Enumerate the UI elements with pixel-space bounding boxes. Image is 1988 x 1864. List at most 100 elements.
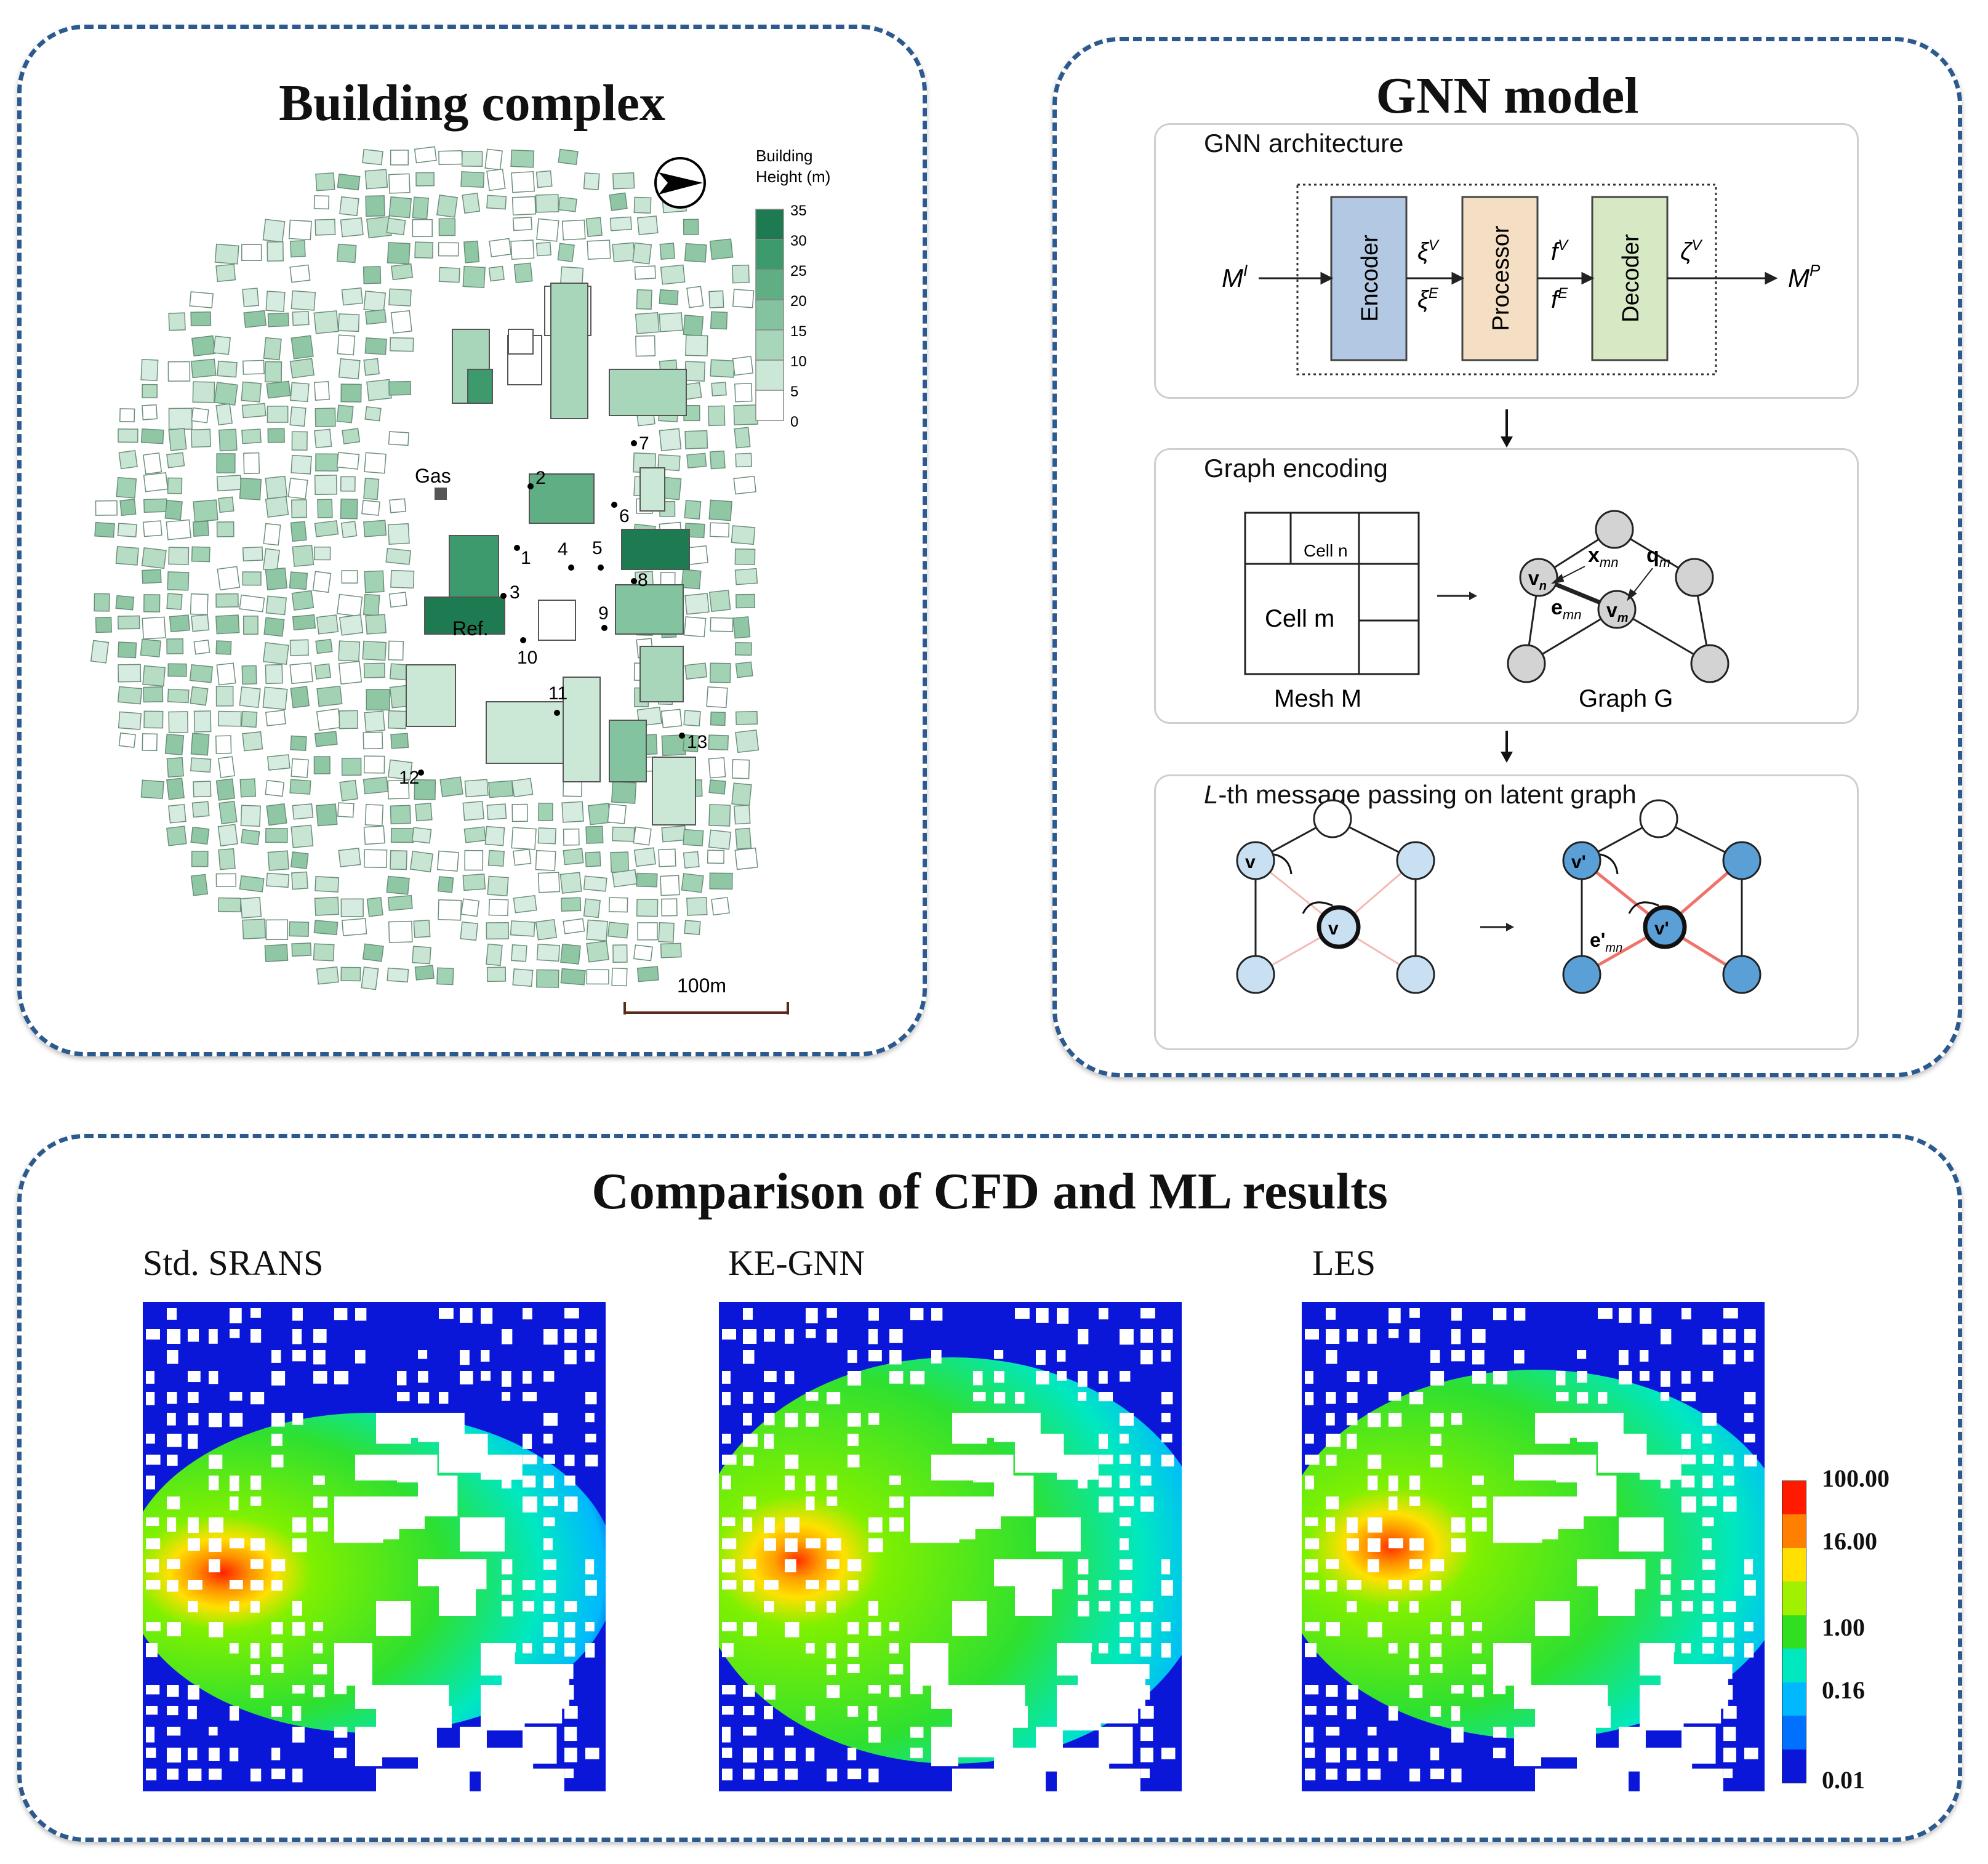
map-building xyxy=(523,1769,564,1791)
map-label-srans: Std. SRANS xyxy=(143,1243,324,1283)
map-building xyxy=(1702,1517,1714,1527)
map-building xyxy=(1120,1329,1134,1345)
building xyxy=(636,872,658,888)
building xyxy=(364,309,387,325)
map-building xyxy=(910,1371,925,1384)
building xyxy=(364,406,382,422)
map-building xyxy=(1409,1664,1419,1676)
map-building xyxy=(1140,1350,1153,1365)
message-arrow xyxy=(1302,901,1333,914)
building xyxy=(390,733,409,749)
map-building xyxy=(188,1329,199,1342)
map-building xyxy=(146,1685,160,1695)
colorbar-swatch xyxy=(1782,1514,1806,1548)
map-building xyxy=(1036,1308,1049,1323)
map-building xyxy=(230,1643,239,1653)
building xyxy=(488,899,509,917)
map-building xyxy=(1472,1350,1485,1365)
map-building xyxy=(1493,1371,1508,1384)
building xyxy=(537,872,560,893)
map-building xyxy=(889,1643,899,1653)
map-building xyxy=(848,1769,862,1780)
building xyxy=(387,242,411,265)
map-building xyxy=(1140,1706,1154,1719)
map-building xyxy=(1514,1350,1525,1364)
building xyxy=(535,241,551,257)
map-building xyxy=(848,1580,859,1591)
map-building xyxy=(1347,1413,1358,1426)
building xyxy=(292,544,315,567)
map-building xyxy=(1305,1769,1316,1781)
building xyxy=(168,312,186,331)
map-building xyxy=(1305,1580,1320,1590)
graph-node xyxy=(1236,955,1275,994)
colorbar-swatch xyxy=(1782,1716,1806,1750)
map-building xyxy=(1326,1580,1337,1592)
building xyxy=(117,686,143,705)
map-label-ke-gnn: KE-GNN xyxy=(728,1243,865,1283)
map-building xyxy=(806,1413,819,1427)
map-building xyxy=(167,1580,178,1592)
legend-tick: 35 xyxy=(790,203,807,219)
map-building xyxy=(1305,1559,1318,1573)
building xyxy=(660,942,682,958)
building xyxy=(291,290,316,311)
building xyxy=(412,196,429,220)
map-building xyxy=(1078,1371,1088,1387)
map-building xyxy=(543,1580,556,1594)
building xyxy=(190,358,217,379)
map-building xyxy=(1161,1559,1171,1575)
map-building xyxy=(1681,1476,1695,1488)
map-building xyxy=(1430,1622,1442,1634)
map-building xyxy=(764,1413,775,1426)
map-building xyxy=(167,1329,181,1344)
map-building xyxy=(743,1329,757,1344)
map-building xyxy=(1305,1622,1320,1631)
map-building xyxy=(1661,1476,1670,1488)
map-building xyxy=(785,1538,798,1552)
building xyxy=(438,242,459,257)
map-building xyxy=(292,1769,303,1783)
building xyxy=(635,335,656,357)
map-building xyxy=(146,1434,155,1444)
map-building xyxy=(1598,1580,1635,1617)
map-building xyxy=(292,1622,305,1636)
building xyxy=(684,430,708,449)
building xyxy=(684,593,710,615)
building xyxy=(460,171,485,188)
map-building xyxy=(1409,1538,1424,1551)
map-building xyxy=(1326,1308,1336,1320)
map-building xyxy=(1451,1622,1464,1636)
map-building xyxy=(1305,1517,1318,1527)
building xyxy=(142,665,166,687)
building xyxy=(585,851,601,867)
map-building xyxy=(585,1329,597,1343)
map-building xyxy=(460,1517,505,1552)
map-building xyxy=(1120,1727,1133,1736)
building xyxy=(115,595,135,611)
scale-label: 100m xyxy=(677,974,726,997)
gnn-model-title: GNN model xyxy=(1376,67,1639,124)
map-building xyxy=(1099,1580,1112,1591)
building xyxy=(241,710,258,728)
building xyxy=(735,593,756,609)
building xyxy=(190,733,210,756)
building xyxy=(388,920,413,943)
map-building xyxy=(543,1727,557,1736)
map-building xyxy=(827,1329,838,1343)
building xyxy=(708,734,729,751)
map-building xyxy=(1078,1643,1092,1653)
map-building xyxy=(1514,1748,1542,1767)
building xyxy=(414,779,436,800)
building xyxy=(313,943,335,962)
graph-node xyxy=(1562,955,1601,994)
building xyxy=(167,361,191,382)
measurement-point-label: 8 xyxy=(638,570,648,590)
map-building xyxy=(1472,1685,1484,1698)
map-building xyxy=(1430,1371,1445,1386)
graph-encoding-title: Graph encoding xyxy=(1204,454,1388,483)
map-building xyxy=(564,1769,574,1778)
map-building xyxy=(418,1350,428,1359)
building xyxy=(242,571,262,586)
building xyxy=(241,403,267,419)
